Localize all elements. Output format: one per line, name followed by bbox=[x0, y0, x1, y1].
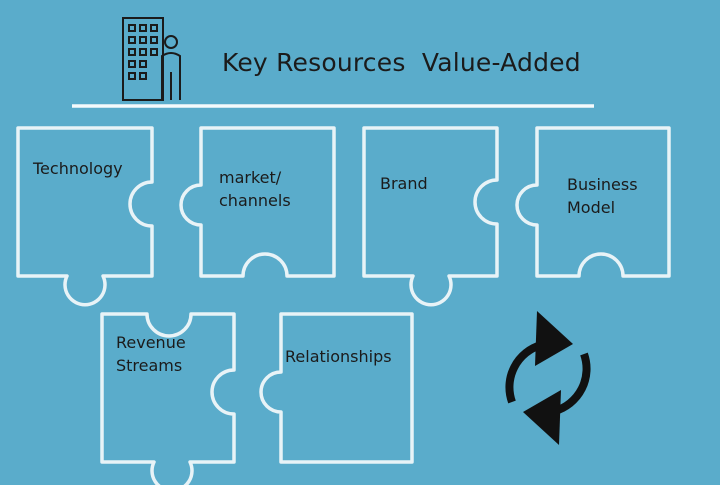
puzzle-piece-brand bbox=[362, 126, 499, 307]
building-person-icon bbox=[122, 17, 181, 101]
refresh-cycle-icon bbox=[505, 311, 591, 445]
piece-label-business-model: Business Model bbox=[567, 175, 638, 217]
piece-label-brand: Brand bbox=[380, 174, 428, 193]
puzzle-piece-business-model bbox=[515, 126, 671, 278]
puzzle-piece-relationships bbox=[259, 312, 414, 464]
puzzle-piece-market-channels bbox=[179, 126, 336, 278]
puzzle-piece-technology bbox=[16, 126, 154, 307]
piece-label-market-channels: market/ channels bbox=[219, 168, 291, 210]
piece-label-revenue-streams: Revenue Streams bbox=[116, 333, 186, 375]
puzzle-piece-revenue-streams bbox=[100, 312, 236, 485]
piece-label-relationships: Relationships bbox=[285, 347, 392, 366]
piece-label-technology: Technology bbox=[33, 159, 123, 178]
page-title: Key Resources Value-Added bbox=[222, 48, 581, 77]
